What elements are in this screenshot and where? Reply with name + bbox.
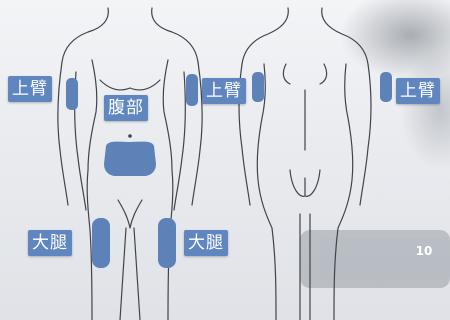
label-upper-arm-front: 上臂 — [8, 76, 52, 102]
label-thigh-right: 大腿 — [184, 230, 228, 256]
label-thigh-left: 大腿 — [28, 230, 72, 256]
label-upper-arm-back-right: 上臂 — [396, 78, 440, 104]
upper-arm-site-back-right — [380, 72, 392, 102]
device-display-digits: 10 — [410, 242, 438, 280]
label-abdomen: 腹部 — [104, 95, 148, 121]
upper-arm-site-back-left — [252, 72, 264, 102]
label-upper-arm-back-left: 上臂 — [202, 78, 246, 104]
